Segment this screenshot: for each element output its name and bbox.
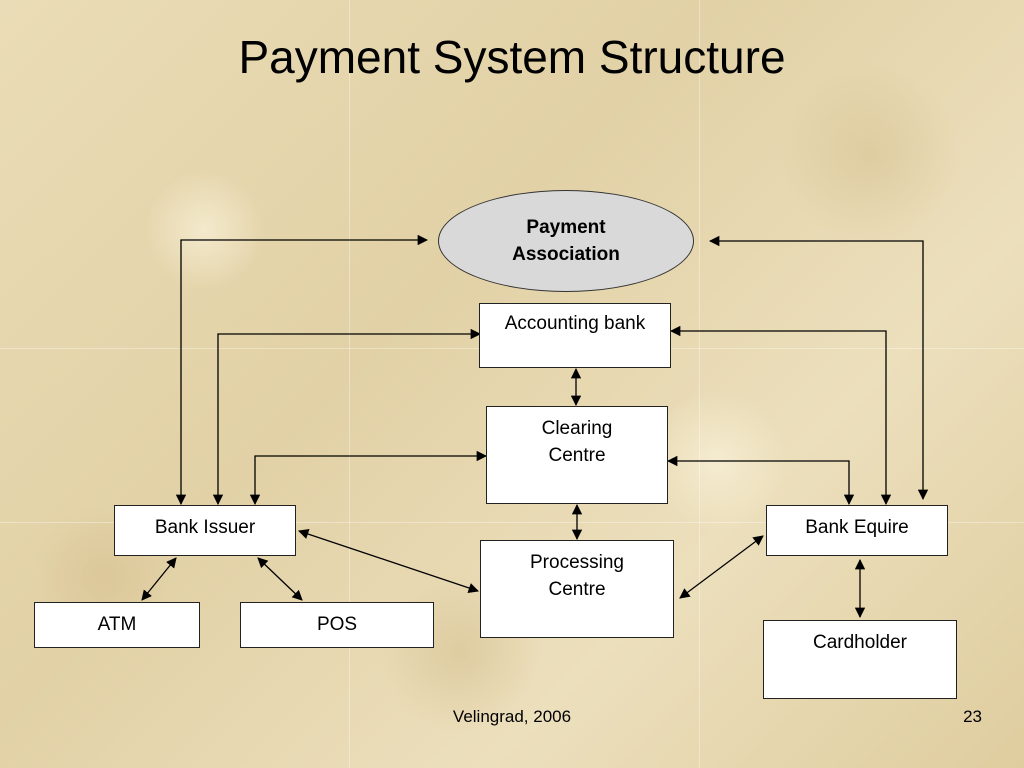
- background-seam: [699, 0, 700, 768]
- footer-text: Velingrad, 2006: [452, 707, 572, 726]
- node-payment-association: Payment Association: [438, 190, 694, 292]
- background-seam: [0, 522, 1024, 523]
- node-cardholder: Cardholder: [763, 620, 957, 699]
- slide-title: Payment System Structure: [238, 31, 786, 83]
- node-processing-centre: Processing Centre: [480, 540, 674, 638]
- node-accounting-bank: Accounting bank: [479, 303, 671, 368]
- node-pos: POS: [240, 602, 434, 648]
- node-clearing-centre: Clearing Centre: [486, 406, 668, 504]
- node-bank-equire: Bank Equire: [766, 505, 948, 556]
- page-number: 23: [963, 707, 982, 726]
- node-atm: ATM: [34, 602, 200, 648]
- node-bank-issuer: Bank Issuer: [114, 505, 296, 556]
- background-seam: [349, 0, 350, 768]
